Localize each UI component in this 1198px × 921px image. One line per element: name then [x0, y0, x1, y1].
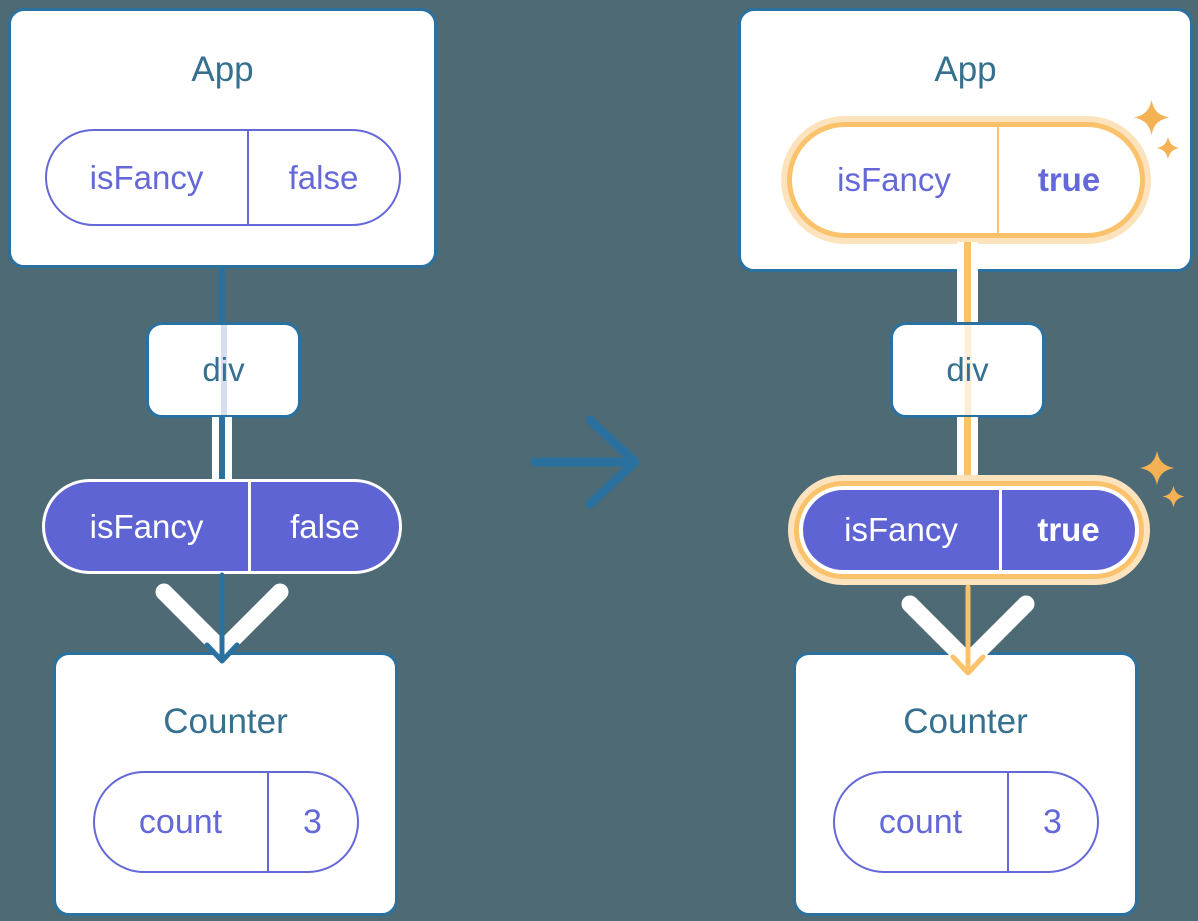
prop-value: false [248, 482, 399, 571]
counter-title: Counter [163, 702, 288, 741]
sparkle-icon [1162, 485, 1185, 508]
prop-name: isFancy [844, 511, 958, 548]
app-title: App [934, 50, 997, 89]
sparkle-icon [1133, 99, 1170, 136]
counter-title: Counter [903, 702, 1028, 741]
state-name: count [138, 802, 223, 841]
div-label: div [202, 351, 245, 388]
state-value: 3 [266, 773, 357, 871]
prop-name: isFancy [837, 161, 951, 198]
counter-card-after: Counter count 3 [793, 652, 1138, 916]
prop-pill-passed-true: isFancy true [799, 486, 1139, 574]
prop-value: false [246, 131, 399, 224]
counter-card-before: Counter count 3 [53, 652, 398, 916]
arrow-down-icon [901, 584, 1035, 676]
state-name: count [878, 802, 963, 841]
connector-div-to-pill [957, 417, 978, 481]
connector-div-to-pill [212, 417, 232, 481]
arrow-down-icon [155, 572, 289, 664]
prop-pill-isfancy-false: isFancy false [44, 129, 401, 226]
sparkle-icon [1156, 136, 1180, 160]
prop-pass-through-stripe [220, 325, 227, 415]
arrow-right-icon [530, 415, 640, 509]
state-pill-count: count 3 [832, 771, 1099, 873]
connector-app-to-div [219, 266, 225, 324]
connector-app-to-div [957, 242, 978, 322]
prop-pill-isfancy-true: isFancy true [786, 122, 1145, 238]
app-title: App [191, 50, 254, 89]
prop-pass-through-stripe [964, 325, 971, 415]
prop-name: isFancy [89, 158, 204, 196]
prop-value: true [999, 490, 1135, 570]
prop-pill-passed-false: isFancy false [42, 479, 402, 574]
app-card-after: App isFancy true [738, 8, 1193, 272]
prop-value: true [996, 127, 1140, 233]
div-label: div [946, 351, 989, 388]
state-value: 3 [1006, 773, 1097, 871]
div-node-after: div [890, 322, 1045, 418]
app-card-before: App isFancy false [8, 8, 437, 268]
state-pill-count: count 3 [92, 771, 359, 873]
prop-name: isFancy [89, 507, 204, 545]
sparkle-icon [1139, 450, 1175, 486]
div-node-before: div [146, 322, 301, 418]
